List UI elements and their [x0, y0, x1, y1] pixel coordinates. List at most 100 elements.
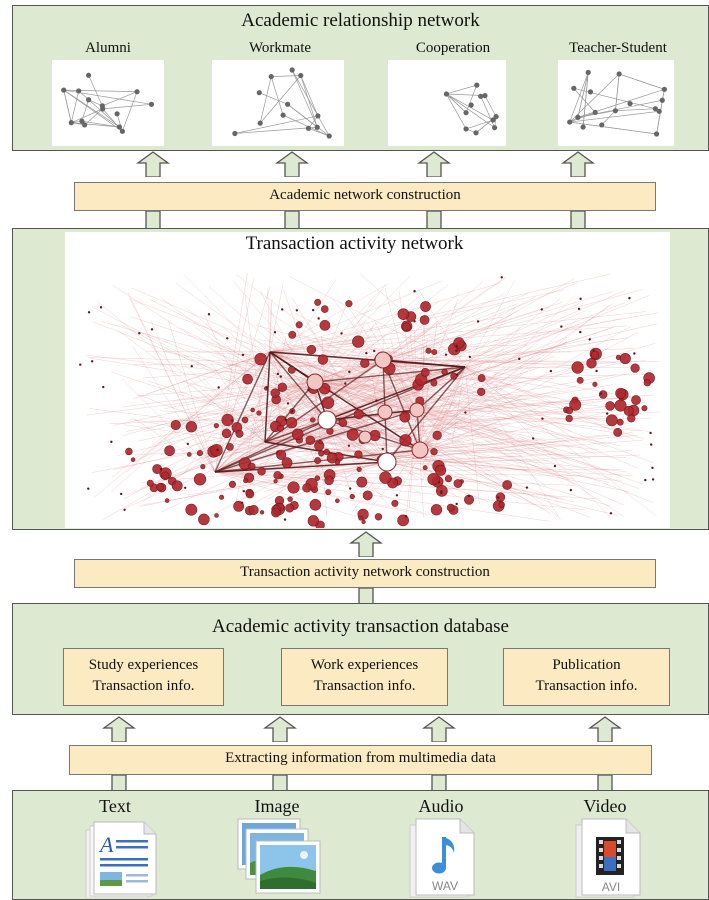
thumbnail-node	[580, 124, 586, 130]
network-edge	[264, 402, 645, 443]
network-edge	[214, 278, 255, 473]
network-edge	[186, 308, 328, 421]
thumbnail-edge	[569, 112, 596, 123]
network-node	[430, 448, 438, 456]
thumbnail-node	[256, 90, 262, 96]
thumbnail-edge	[259, 75, 302, 124]
network-node	[270, 388, 281, 398]
network-node	[500, 276, 503, 279]
network-node	[242, 489, 246, 493]
network-edge	[214, 451, 247, 473]
network-edge	[269, 335, 386, 353]
network-edge	[416, 409, 494, 481]
network-edge	[386, 303, 614, 463]
network-edge	[416, 409, 621, 446]
network-edge	[210, 362, 266, 443]
network-edge	[272, 343, 328, 421]
network-edge	[269, 282, 502, 353]
network-node	[613, 427, 623, 437]
network-node	[318, 439, 323, 445]
thumbnail-node	[585, 69, 591, 76]
thumbnail-node	[116, 124, 123, 130]
network-edge	[416, 346, 469, 411]
network-edge	[314, 381, 552, 514]
network-edge	[416, 397, 635, 411]
network-node	[302, 483, 312, 493]
network-edge	[374, 320, 418, 411]
up-arrow-icon	[136, 151, 170, 177]
network-node	[397, 308, 410, 321]
network-edge	[189, 383, 266, 443]
network-edge	[464, 366, 612, 519]
thumbnail-edge	[70, 90, 80, 123]
network-edge	[326, 419, 527, 453]
network-edge	[214, 461, 388, 473]
network-edge	[314, 292, 529, 383]
network-edge	[137, 394, 266, 443]
network-node	[99, 306, 103, 309]
network-node	[123, 508, 126, 511]
network-edge	[214, 367, 540, 473]
network-node	[518, 357, 521, 361]
thumbnail-edge	[573, 87, 656, 110]
network-label-cooperation: Cooperation	[415, 40, 491, 56]
network-edge	[416, 409, 609, 471]
network-edge	[214, 310, 519, 473]
network-node	[150, 328, 154, 331]
thumbnail-edge	[287, 104, 318, 128]
thumbnail-edge	[81, 99, 89, 122]
network-edge	[464, 366, 602, 422]
network-edge	[269, 351, 328, 421]
network-edge	[133, 363, 466, 368]
transaction-activity-title: Transaction activity network	[245, 233, 464, 254]
network-edge	[419, 449, 627, 473]
network-node	[576, 376, 584, 384]
thumbnail-edge	[282, 114, 330, 137]
network-edge	[159, 441, 266, 481]
network-node	[314, 298, 322, 306]
network-hub-node	[409, 402, 425, 418]
network-node	[309, 498, 322, 511]
network-node	[375, 399, 378, 402]
network-node	[277, 424, 285, 432]
network-node	[248, 504, 259, 515]
network-edge	[464, 366, 517, 407]
network-edge	[264, 402, 519, 443]
network-node	[186, 442, 190, 446]
network-node	[242, 373, 253, 385]
network-edge	[386, 461, 633, 476]
network-node	[361, 519, 366, 525]
network-edge	[419, 449, 560, 452]
thumbnail-edge	[446, 93, 467, 130]
thumbnail-edge	[81, 120, 120, 128]
network-node	[498, 501, 505, 508]
network-node	[265, 386, 268, 389]
arrow-stem	[145, 211, 161, 229]
thumbnail-edge	[234, 115, 318, 134]
network-node	[273, 471, 282, 480]
network-node	[476, 320, 480, 323]
network-hub-node	[317, 410, 337, 430]
network-node	[549, 369, 553, 373]
network-edge	[416, 341, 567, 411]
network-node	[185, 421, 198, 433]
network-node	[196, 450, 203, 457]
network-node	[318, 450, 325, 457]
network-edge	[86, 355, 316, 383]
network-node	[565, 414, 573, 423]
alumni-network-thumbnail	[52, 60, 164, 146]
network-edge	[214, 419, 328, 473]
thumbnail-node	[148, 101, 155, 107]
thumbnail-node	[473, 130, 479, 136]
network-node	[207, 313, 211, 316]
network-edge	[227, 359, 384, 365]
network-edge	[269, 273, 610, 353]
network-node	[286, 417, 298, 429]
thumbnail-node	[616, 71, 622, 77]
thumbnail-edge	[234, 126, 318, 134]
network-node	[455, 344, 458, 348]
network-edge	[214, 349, 328, 421]
network-node	[311, 308, 315, 312]
network-edge	[269, 351, 461, 440]
network-edge	[269, 351, 654, 503]
